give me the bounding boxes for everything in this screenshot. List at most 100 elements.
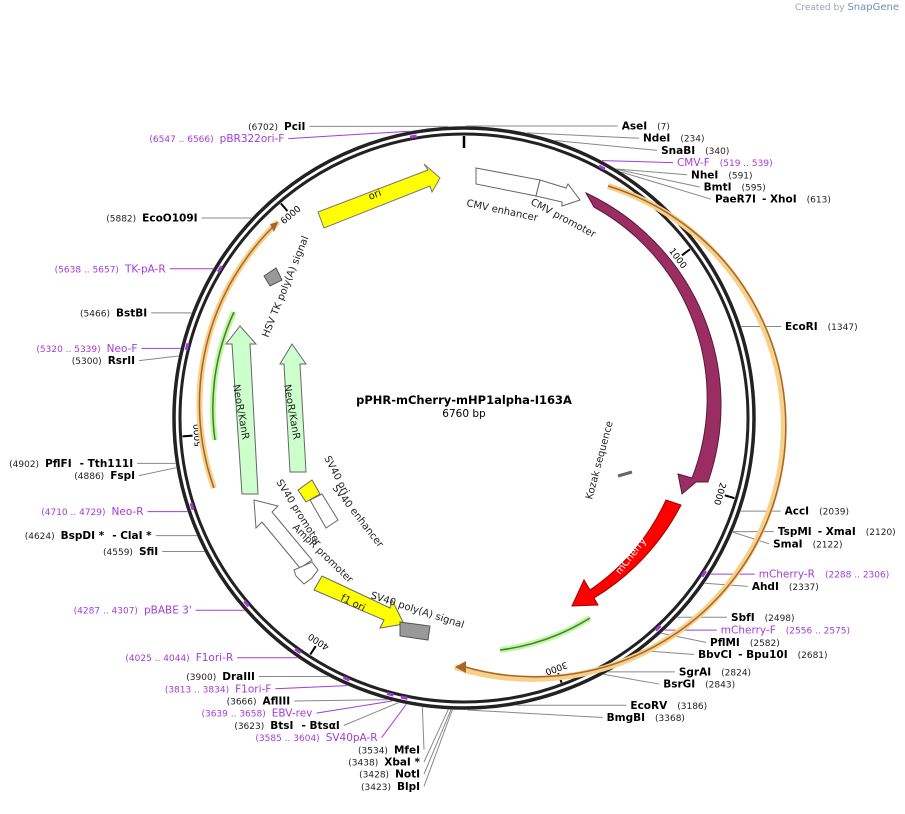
site-label-acc1[interactable]: AccI(2039) [785,506,849,518]
site-position: (3428) [359,771,389,781]
site-name: PaeR7I [715,194,756,206]
site-name: BmgBI [607,712,645,724]
site-position: (3623) [234,722,264,732]
site-name: pBR322ori-F [220,133,285,145]
site-label-dra3[interactable]: DraIII(3900) [186,671,255,683]
site-name: BlpI [397,781,420,793]
site-label-paer7i[interactable]: PaeR7I- XhoI(613) [715,194,831,206]
site-name-extra: - Bpu10I [738,649,788,661]
site-label-nhe1[interactable]: NheI(591) [691,169,753,181]
primer-label-ebvrev[interactable]: EBV-rev(3639 .. 3658) [201,708,312,720]
site-label-ecorv[interactable]: EcoRV(3186) [630,700,707,712]
features: CRY2PHR mCherry ori CMV enhancer CMV pro… [196,163,787,682]
site-label-ase1[interactable]: AseI(7) [622,121,670,133]
site-label-fsp1[interactable]: FspI(4886) [74,470,135,482]
site-label-bstbi[interactable]: BstBI(5466) [80,307,147,319]
site-label-bmt1[interactable]: BmtI(595) [704,182,766,194]
site-position: (4559) [103,548,133,558]
site-label-bmgbi[interactable]: BmgBI(3368) [607,712,685,724]
tick-label: 6000 [279,204,303,227]
primer-label-tkpar[interactable]: TK-pA-R(5638 .. 5657) [55,263,166,275]
primer-label-neof[interactable]: Neo-F(5320 .. 5339) [36,343,137,355]
leader-line [616,168,688,176]
primer-mark [400,695,408,700]
primer-label-mcherryr[interactable]: mCherry-R(2288 .. 2306) [759,569,890,581]
site-label-snab1[interactable]: SnaBI(340) [661,145,729,157]
site-name: PflMI [710,637,740,649]
neor-kanr-outer-feature[interactable] [224,325,259,495]
site-label-bbvci[interactable]: BbvCI- Bpu10I(2681) [698,649,827,661]
green-arc-left [212,311,235,441]
site-position: (3423) [361,783,391,793]
sv40-enhancer-feature[interactable] [309,493,339,529]
site-name: EcoO109I [142,212,197,224]
cmv-promoter-feature[interactable] [535,179,581,207]
site-label-tspmi[interactable]: TspMI- XmaI(2120) [778,526,896,538]
sv40-promoter-feature[interactable] [253,499,313,569]
sv40-polya-feature[interactable] [399,621,431,641]
site-label-blpi[interactable]: BlpI (3423) [361,781,420,793]
site-label-pflmi[interactable]: PflMI(2582) [710,637,780,649]
site-name: Neo-R [112,506,144,518]
site-label-xba1[interactable]: XbaI *(3438) [348,756,420,768]
site-name: NheI [691,169,718,181]
ampr-promoter-feature[interactable] [293,561,319,585]
primer-label-f1orir[interactable]: F1ori-R(4025 .. 4044) [125,652,233,664]
primer-label-neor[interactable]: Neo-R(4710 .. 4729) [41,506,143,518]
site-label-sgrai[interactable]: SgrAI(2824) [679,666,751,678]
site-label-mfe1[interactable]: MfeI(3534) [358,744,420,756]
site-name: BspDI * [61,530,105,542]
site-label-bspdi[interactable]: - ClaI *BspDI *(4624) [25,530,152,542]
leader-line [343,702,399,726]
site-name: F1ori-F [235,683,271,695]
site-name: EcoRI [785,321,818,333]
primer-label-f1orif[interactable]: F1ori-F(3813 .. 3834) [165,683,272,695]
primer-label-mcherryf[interactable]: mCherry-F(2556 .. 2575) [721,625,850,637]
hsv-tk-polya-feature[interactable] [263,267,283,287]
site-label-pci1[interactable]: PciI(6702) [248,121,305,133]
cmv-enhancer-feature[interactable] [475,167,541,197]
site-name: FspI [110,470,135,482]
site-name: AseI [622,121,647,133]
site-label-bsrgi[interactable]: BsrGI(2843) [663,679,735,691]
primer-label-sv40par[interactable]: SV40pA-R(3585 .. 3604) [255,732,377,744]
primer-label-pbr322[interactable]: pBR322ori-F(6547 .. 6566) [149,133,284,145]
leader-line [621,171,712,200]
site-name: SbfI [731,612,755,624]
site-label-nde1[interactable]: NdeI(234) [643,133,705,145]
site-position: (3186) [677,702,707,712]
ori-feature[interactable] [317,163,441,229]
mcherry-feature[interactable] [571,499,682,607]
primer-label-pbabe3[interactable]: pBABE 3'(4287 .. 4307) [74,605,192,617]
sv40-enhancer-label: SV40 enhancer [330,483,386,550]
tick-mark [280,202,289,212]
f1-ori-feature[interactable] [313,575,405,629]
insert-arc-halo [454,183,787,682]
site-name: AflIII [263,695,291,707]
site-name: MfeI [394,744,420,756]
primer-label-cmvf[interactable]: CMV-F(519 .. 539) [677,157,773,169]
insert-arc-arrowhead [455,661,466,673]
site-label-sma1[interactable]: SmaI(2122) [773,538,842,550]
site-label-not1[interactable]: NotI(3428) [359,769,420,781]
site-name-extra: - BtsαI [301,720,339,732]
tick-label: 4000 [307,630,332,651]
site-position: (2824) [721,668,751,678]
site-name-extra: - ClaI * [112,530,152,542]
primer-mark [386,692,394,697]
cry2phr-feature[interactable] [584,191,722,495]
primer-mark [243,600,250,608]
site-label-ecor1[interactable]: EcoRI(1347) [785,321,858,333]
site-name: Neo-F [107,343,138,355]
site-label-sfi1[interactable]: SfiI(4559) [103,546,158,558]
neor-kanr-inner-feature[interactable] [279,343,307,473]
sv40-ori-feature[interactable] [297,479,321,503]
site-label-eco0109i[interactable]: EcoO109I(5882) [106,212,197,224]
site-label-afl3[interactable]: AflIII(3666) [227,695,291,707]
site-label-rsr2[interactable]: RsrII(5300) [72,355,135,367]
site-label-ahd1[interactable]: AhdI(2337) [752,581,819,593]
site-label-sbf1[interactable]: SbfI(2498) [731,612,795,624]
